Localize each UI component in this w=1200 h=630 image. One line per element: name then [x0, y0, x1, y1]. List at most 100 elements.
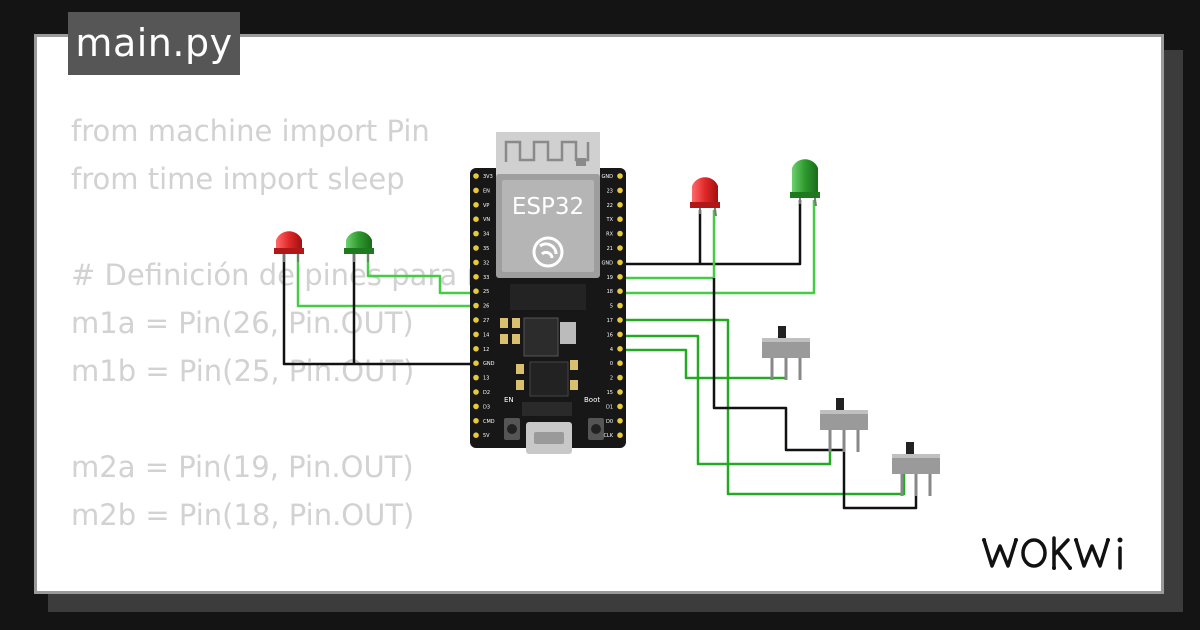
slide-switch-3[interactable]: [892, 442, 940, 496]
pin-tx[interactable]: [617, 216, 623, 222]
pin-label: 3V3: [483, 174, 493, 180]
pin-33[interactable]: [473, 274, 479, 280]
pin-label: GND: [602, 260, 614, 266]
pin-label: 23: [607, 188, 613, 194]
pin-cmd[interactable]: [473, 418, 479, 424]
pin-5v[interactable]: [473, 432, 479, 439]
pin-label: 0: [610, 361, 613, 367]
pin-23[interactable]: [617, 187, 623, 194]
wires: [282, 200, 918, 510]
pin-label: D0: [606, 419, 613, 425]
pin-d0[interactable]: [617, 418, 623, 424]
pin-18[interactable]: [617, 288, 623, 295]
esp32-board[interactable]: ESP32 EN Boot 3V3ENVPVN34353233252627141…: [470, 132, 626, 454]
pin-14[interactable]: [473, 331, 479, 338]
led-green-right[interactable]: [790, 159, 820, 207]
pin-label: 27: [483, 318, 489, 324]
code-line: from machine import Pin: [71, 114, 430, 148]
pin-5[interactable]: [617, 302, 623, 309]
pin-label: 18: [607, 289, 613, 295]
led-green-left[interactable]: [344, 231, 374, 262]
pin-21[interactable]: [617, 245, 623, 251]
pin-label: D3: [483, 404, 490, 410]
pin-25[interactable]: [473, 288, 479, 295]
led-red-right[interactable]: [690, 177, 720, 217]
pin-label: TX: [606, 217, 614, 223]
pin-label: 16: [607, 332, 613, 338]
pin-label: 5: [610, 304, 613, 310]
wire-sw3-signal: [622, 318, 906, 496]
pin-label: VN: [483, 217, 490, 223]
wire-gnd-sw1: [712, 278, 844, 452]
pin-label: EN: [483, 188, 490, 194]
pin-27[interactable]: [473, 317, 479, 323]
wire-sw1-signal: [622, 348, 786, 380]
pin-17[interactable]: [617, 317, 623, 323]
pin-en[interactable]: [473, 187, 479, 194]
pin-2[interactable]: [617, 374, 623, 381]
pin-label: CMD: [483, 419, 495, 425]
pin-label: 35: [483, 246, 489, 252]
pin-gnd[interactable]: [617, 259, 623, 266]
code-line: m1a = Pin(26, Pin.OUT): [71, 306, 414, 340]
pin-label: VP: [483, 203, 489, 209]
pin-22[interactable]: [617, 202, 623, 208]
pin-gnd[interactable]: [473, 360, 479, 367]
code-line: m2a = Pin(19, Pin.OUT): [71, 450, 414, 484]
pin-label: 15: [607, 390, 613, 396]
pin-35[interactable]: [473, 245, 479, 251]
pin-label: 19: [607, 275, 613, 281]
pin-label: D1: [606, 404, 613, 410]
pin-0[interactable]: [617, 360, 623, 367]
en-label: EN: [504, 396, 514, 404]
slide-switch-1[interactable]: [762, 326, 810, 380]
pin-label: 26: [483, 304, 489, 310]
pin-15[interactable]: [617, 389, 623, 395]
pin-vp[interactable]: [473, 202, 479, 208]
pin-label: RX: [606, 232, 613, 238]
pin-16[interactable]: [617, 331, 623, 338]
espressif-logo-icon: [532, 236, 564, 268]
pin-label: D2: [483, 390, 490, 396]
pin-19[interactable]: [617, 274, 623, 280]
file-tab[interactable]: main.py: [68, 12, 240, 75]
pin-34[interactable]: [473, 230, 479, 237]
pin-vn[interactable]: [473, 216, 479, 222]
wire-green-led-left-anode: [366, 252, 472, 295]
wire-red-led-left-cathode: [282, 252, 474, 366]
pin-d3[interactable]: [473, 403, 479, 410]
pin-label: CLK: [603, 433, 613, 439]
pin-label: 13: [483, 376, 489, 382]
pin-32[interactable]: [473, 259, 479, 266]
board-label: ESP32: [512, 194, 584, 220]
pin-label: 22: [607, 203, 613, 209]
pin-label: 33: [483, 275, 489, 281]
code-line: from time import sleep: [71, 162, 405, 196]
antenna-trace: [504, 140, 590, 162]
pin-label: 21: [607, 246, 613, 252]
pin-label: 5V: [483, 433, 490, 439]
wokwi-logo: [982, 536, 1123, 570]
pin-rx[interactable]: [617, 230, 623, 237]
pin-d2[interactable]: [473, 389, 479, 395]
pin-label: 32: [483, 260, 489, 266]
pin-13[interactable]: [473, 374, 479, 381]
pin-4[interactable]: [617, 346, 623, 352]
pin-label: 14: [483, 332, 489, 338]
pin-label: 12: [483, 347, 489, 353]
wire-green-led-right-anode: [622, 200, 816, 295]
pin-clk[interactable]: [617, 432, 623, 439]
slide-switch-2[interactable]: [820, 398, 868, 452]
pin-label: GND: [602, 174, 614, 180]
boot-label: Boot: [584, 396, 600, 404]
pin-gnd[interactable]: [617, 173, 623, 179]
led-red-left[interactable]: [274, 231, 304, 262]
pin-label: 17: [607, 318, 613, 324]
pin-header-left: 3V3ENVPVN343532332526271412GND13D2D3CMD5…: [473, 173, 495, 439]
pin-26[interactable]: [473, 302, 479, 309]
pin-3v3[interactable]: [473, 173, 479, 179]
pin-d1[interactable]: [617, 403, 623, 410]
pin-12[interactable]: [473, 346, 479, 352]
